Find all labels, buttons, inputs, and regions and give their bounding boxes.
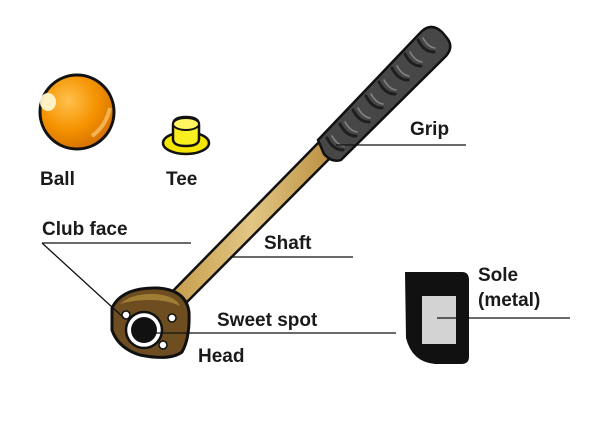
club-face-pointer [41, 242, 125, 319]
leader-lines [41, 144, 570, 334]
label-tee: Tee [166, 169, 197, 190]
shaft-illustration [164, 138, 339, 311]
label-grip: Grip [410, 119, 449, 140]
label-ball: Ball [40, 169, 75, 190]
label-sole-material: (metal) [478, 290, 540, 311]
label-shaft: Shaft [264, 233, 312, 254]
tee-illustration [161, 115, 211, 156]
label-sole: Sole [478, 265, 518, 286]
label-sweet-spot: Sweet spot [217, 310, 318, 331]
label-head: Head [198, 346, 244, 367]
grip-illustration [316, 25, 452, 162]
ball-illustration [38, 73, 116, 151]
head-illustration [110, 286, 191, 359]
label-club-face: Club face [42, 219, 128, 240]
